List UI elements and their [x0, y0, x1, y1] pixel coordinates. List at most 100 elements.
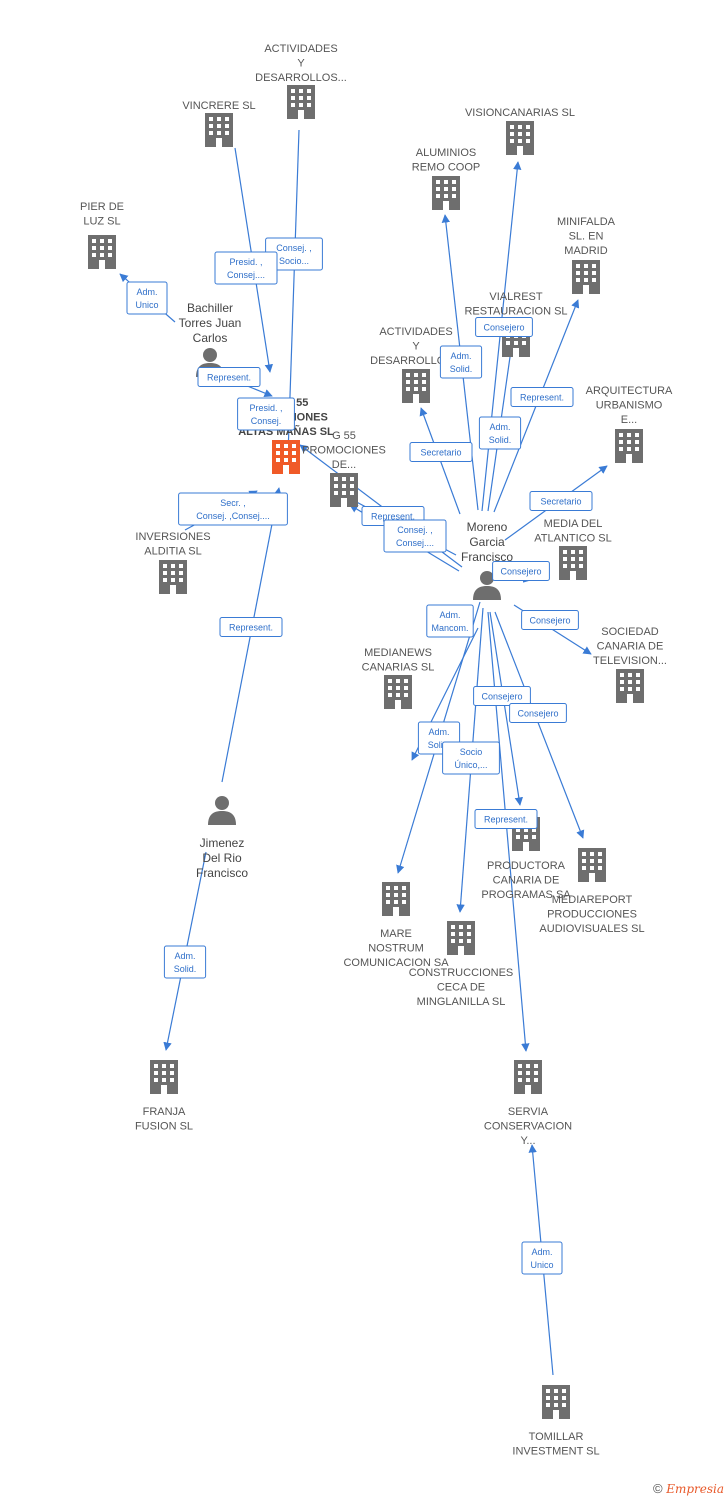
node-label: Y: [297, 58, 305, 70]
edge-label-inversiones-ryg[interactable]: Secr. ,Consej. ,Consej....: [178, 492, 288, 526]
node-arquitectura[interactable]: ARQUITECTURAURBANISMOE...: [586, 385, 673, 463]
edge-label-text: Presid. ,: [249, 403, 282, 413]
edge-label-moreno-visioncanarias[interactable]: Consejero: [475, 317, 533, 337]
building-icon: [88, 235, 116, 269]
node-label: FRANJA: [143, 1106, 186, 1118]
node-label: DESARROLLOS...: [255, 72, 347, 84]
building-icon: [382, 882, 410, 916]
node-label: SL. EN: [569, 231, 604, 243]
node-vincrere[interactable]: VINCRERE SL: [182, 100, 256, 147]
node-label: COMUNICACION SA: [343, 957, 449, 969]
node-label: Bachiller: [187, 301, 233, 315]
edge-label-moreno-g55[interactable]: Consej. ,Consej....: [383, 519, 447, 553]
node-franja[interactable]: FRANJA FUSION SL: [135, 1060, 193, 1133]
edge-label-box: [383, 519, 447, 553]
edge-label-box: [237, 397, 295, 431]
node-actividades2[interactable]: ACTIVIDADESYDESARROLLOS...: [370, 326, 462, 403]
node-label: SOCIEDAD: [601, 626, 659, 638]
node-label: ACTIVIDADES: [264, 43, 337, 55]
edge-label-moreno-ryg[interactable]: Presid. , Consej.: [237, 397, 295, 431]
node-actividades1[interactable]: ACTIVIDADES Y DESARROLLOS...: [255, 43, 347, 119]
edge-label-moreno-construcciones[interactable]: SocioÚnico,...: [442, 741, 500, 775]
brand-logo: Empresia: [666, 1482, 724, 1496]
edge-label-text: Consejero: [483, 323, 524, 333]
edge-label-moreno-servia[interactable]: Represent.: [474, 809, 538, 829]
node-label: ARQUITECTURA: [586, 385, 673, 397]
node-label: CECA DE: [437, 982, 485, 994]
edge-label-text: Secr. ,: [220, 498, 246, 508]
node-label: PIER DE: [80, 201, 124, 213]
edge-label-moreno-minifalda[interactable]: Represent.: [510, 387, 574, 407]
edge-label-box: [442, 741, 500, 775]
edge-label-moreno-mediareport[interactable]: Consejero: [509, 703, 567, 723]
edge-label-text: Consej.: [251, 416, 282, 426]
edge-label-moreno-mare[interactable]: Adm.Mancom.: [426, 604, 474, 638]
node-visioncanarias[interactable]: VISIONCANARIAS SL: [465, 107, 575, 155]
edge-label-tomillar-servia[interactable]: Adm.Unico: [521, 1241, 563, 1275]
node-label: Moreno: [467, 520, 508, 534]
edge-label-text: Secretario: [540, 497, 581, 507]
node-label: CONSTRUCCIONES: [409, 967, 514, 979]
edge-label-box: [509, 703, 567, 723]
node-label: MEDIANEWS: [364, 647, 432, 659]
edge-label-moreno-media[interactable]: Consejero: [492, 561, 550, 581]
edge-label-bachiller-ryg[interactable]: Represent.: [197, 367, 261, 387]
edge-label-moreno-aluminios[interactable]: Adm.Solid.: [439, 345, 483, 379]
edge-label-text: Consej. ,: [397, 525, 433, 535]
edge-label-text: Unico: [135, 300, 158, 310]
node-label: G 55: [332, 430, 356, 442]
edge-label-text: Socio...: [279, 256, 309, 266]
edge-label-box: [475, 317, 533, 337]
building-icon: [506, 121, 534, 155]
edge-label-box: [439, 345, 483, 379]
building-icon: [578, 848, 606, 882]
edge-label-moreno-arquitectura[interactable]: Secretario: [529, 491, 593, 511]
edge-label-jimenez-franja[interactable]: Adm.Solid.: [163, 945, 207, 979]
building-icon: [287, 85, 315, 119]
node-medianews[interactable]: MEDIANEWS CANARIAS SL: [362, 647, 435, 709]
edge-label-bachiller-pier[interactable]: Adm.Unico: [126, 281, 168, 315]
edge-label-box: [529, 491, 593, 511]
building-icon: [616, 669, 644, 703]
edge-label-text: Consejero: [481, 692, 522, 702]
building-icon: [447, 921, 475, 955]
node-label: FUSION SL: [135, 1121, 193, 1133]
edge-label-moreno-actividades2[interactable]: Secretario: [409, 442, 473, 462]
edge-label-text: Consejero: [529, 616, 570, 626]
node-label: VIALREST: [489, 291, 542, 303]
edge-label-vincrere-ryg[interactable]: Presid. ,Consej....: [214, 251, 278, 285]
edge-label-jimenez-ryg[interactable]: Represent.: [219, 617, 283, 637]
node-label: REMO COOP: [412, 162, 480, 174]
building-icon: [384, 675, 412, 709]
node-g55[interactable]: G 55PROMOCIONESDE...: [302, 430, 386, 507]
edge-label-moreno-productora[interactable]: Consejero: [473, 686, 531, 706]
edge-label-box: [474, 809, 538, 829]
building-icon: [330, 473, 358, 507]
node-servia[interactable]: SERVIACONSERVACIONY...: [484, 1060, 572, 1147]
edge-label-actividades1-ryg[interactable]: Consej. ,Socio...: [265, 237, 323, 271]
building-icon: [272, 440, 300, 474]
edge-label-box: [219, 617, 283, 637]
edge-label-moreno-vialrest[interactable]: Adm.Solid.: [478, 416, 522, 450]
copyright-notice: © Empresia: [653, 1481, 724, 1496]
edge-label-text: Represent.: [229, 623, 273, 633]
node-label: CANARIAS SL: [362, 662, 435, 674]
edge-label-moreno-sociedad[interactable]: Consejero: [521, 610, 579, 630]
node-label: Y: [412, 341, 420, 353]
